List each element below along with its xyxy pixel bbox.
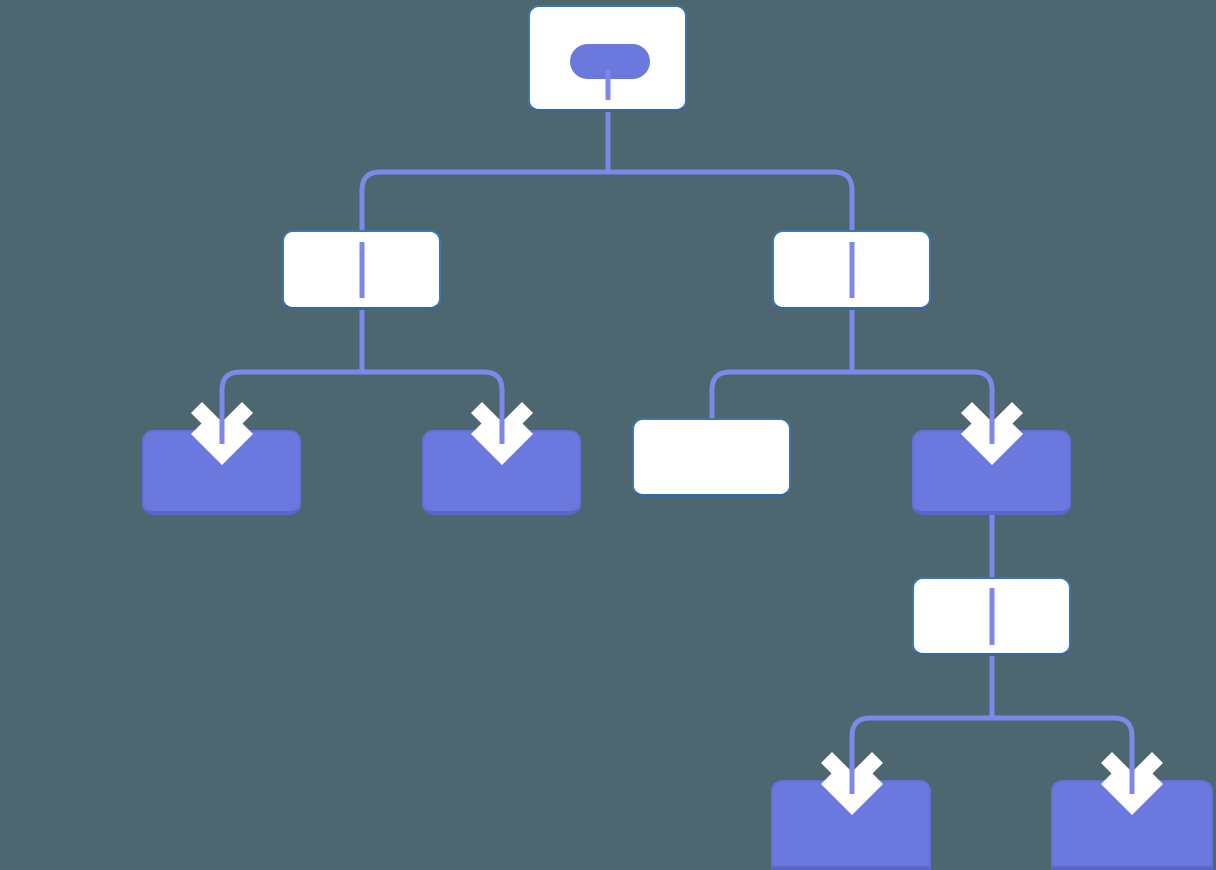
- node-l3-a[interactable]: [142, 430, 301, 515]
- node-l3-b[interactable]: [422, 430, 581, 515]
- node-l2-left[interactable]: [282, 230, 441, 310]
- node-l4[interactable]: [912, 577, 1071, 656]
- node-l2-right[interactable]: [772, 230, 931, 310]
- node-l3-d[interactable]: [912, 430, 1071, 515]
- node-l5-b[interactable]: [1051, 780, 1213, 870]
- node-root[interactable]: [528, 5, 687, 112]
- root-pill-badge: [570, 44, 650, 79]
- node-l3-c[interactable]: [632, 418, 791, 497]
- node-l5-a[interactable]: [771, 780, 931, 870]
